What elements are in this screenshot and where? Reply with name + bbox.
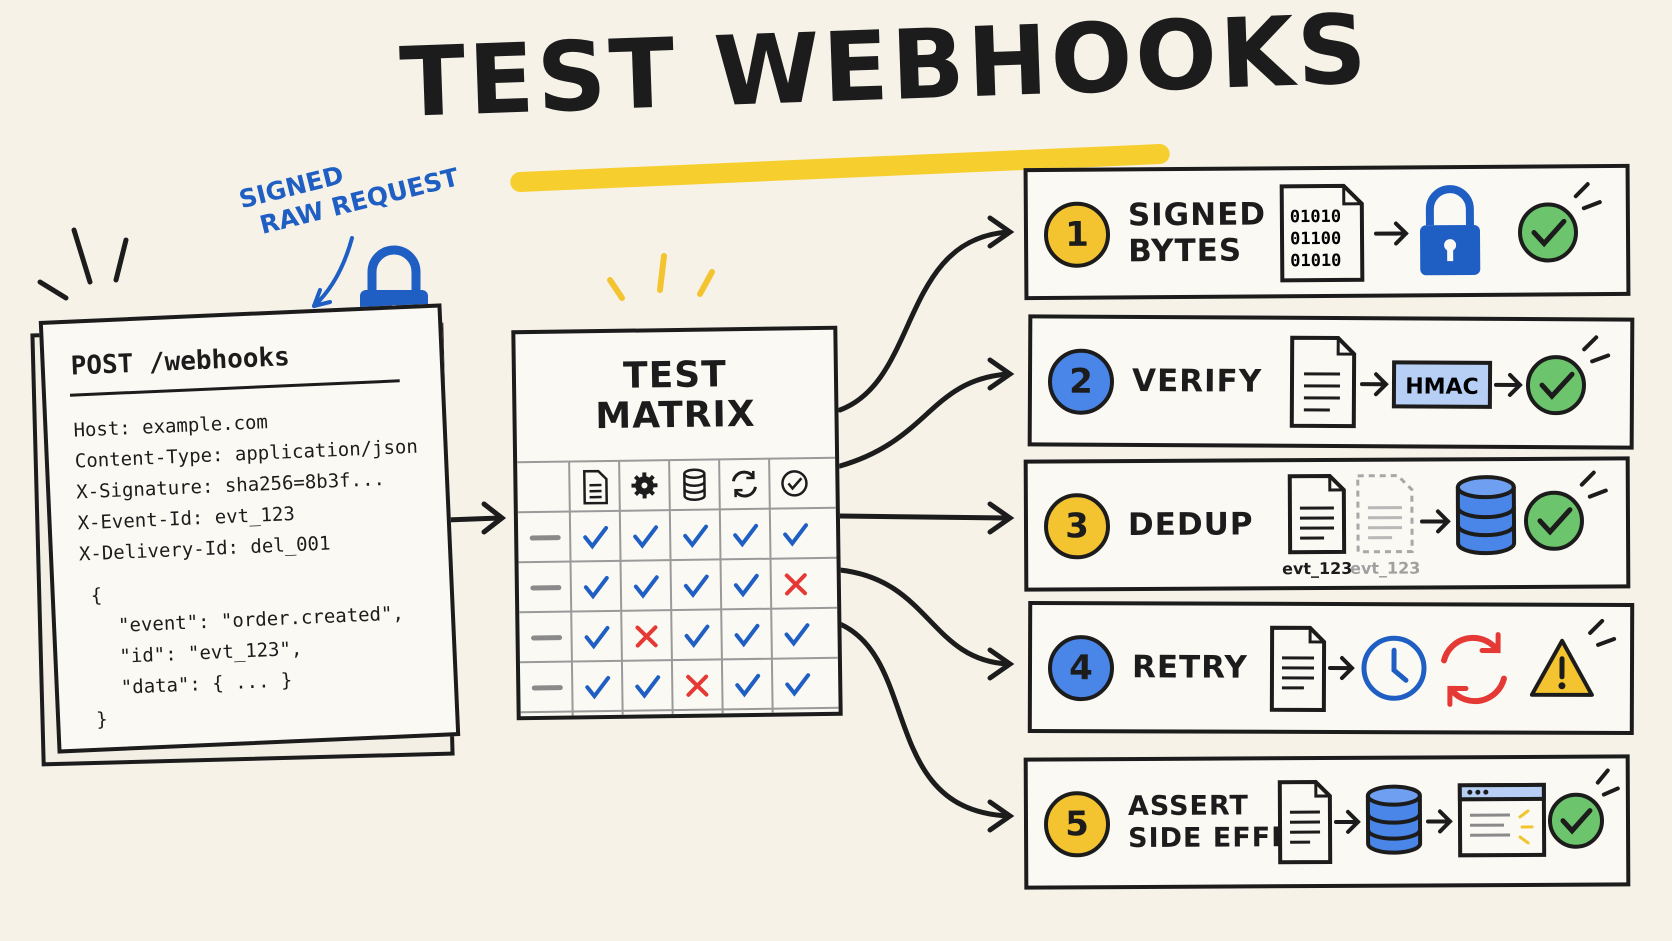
event-id-caption: evt_123 (1282, 559, 1352, 578)
matrix-mark-r3-c5-pass (784, 623, 810, 647)
matrix-grid (517, 456, 839, 716)
document-icon (1269, 625, 1327, 712)
arrow-right-icon (1328, 656, 1355, 681)
matrix-mark-r2-c2-pass (633, 575, 659, 599)
hmac-badge: HMAC (1391, 360, 1493, 409)
check-circle-icon (781, 470, 808, 497)
matrix-title-line-2: MATRIX (595, 393, 756, 438)
request-body: { "event": "order.created", "id": "evt_1… (90, 567, 408, 735)
burst-lines-request (37, 227, 129, 301)
clock-icon (1361, 635, 1427, 701)
step-3-icons: evt_123 evt_123 (1282, 470, 1608, 578)
check-circle-icon (1518, 202, 1579, 263)
matrix-mark-r1-c2-pass (633, 525, 659, 549)
arrow-right-icon (1419, 509, 1451, 534)
arrows-matrix-to-steps (837, 215, 1015, 833)
document-icon (1289, 335, 1357, 429)
sparkle-lines (1582, 335, 1611, 364)
step-2-icons: HMAC (1289, 335, 1611, 429)
sparkle-lines (1595, 768, 1620, 797)
matrix-mark-r1-c3-pass (683, 524, 709, 549)
database-icon (683, 468, 706, 501)
matrix-mark-r4-c5-pass (785, 673, 811, 697)
arrow-right-icon (1333, 809, 1361, 834)
binary-line-1: 01010 (1290, 207, 1341, 227)
retry-icon (731, 470, 757, 498)
arrow-right-icon (1493, 372, 1523, 397)
check-circle-icon (1525, 355, 1586, 416)
matrix-mark-r2-c3-pass (683, 574, 709, 599)
matrix-mark-r2-c5-fail (784, 573, 807, 596)
matrix-title: TEST MATRIX (516, 354, 835, 438)
grid-lines (517, 456, 839, 716)
step-2-verify: 2 VERIFY HMAC (1027, 314, 1635, 450)
arrow-to-step-1 (837, 229, 1011, 413)
sparkle-lines (1588, 618, 1617, 647)
duplicate-document-icon (1356, 474, 1414, 554)
arrow-right-icon (1359, 372, 1389, 397)
matrix-mark-r3-c2-fail (635, 625, 658, 648)
arrow-to-step-2 (837, 371, 1011, 469)
step-4-retry: 4 RETRY (1027, 600, 1635, 736)
duplicate-event-id-caption: evt_123 (1350, 559, 1420, 578)
document-icon (1277, 780, 1333, 865)
request-headers: Host: example.com Content-Type: applicat… (73, 401, 423, 571)
matrix-mark-r2-c1-pass (583, 575, 609, 600)
check-circle-icon (1523, 490, 1584, 551)
matrix-marks (583, 523, 811, 700)
test-matrix: TEST MATRIX (511, 325, 843, 721)
row-labels (529, 535, 563, 691)
check-circle-icon (1547, 792, 1604, 849)
retry-icon (1441, 632, 1507, 707)
matrix-mark-r1-c1-pass (583, 525, 609, 550)
hmac-label: HMAC (1405, 374, 1479, 399)
browser-window-icon (1457, 782, 1547, 858)
annotation-arrow (312, 236, 354, 308)
matrix-mark-r2-c4-pass (733, 573, 759, 598)
sparkle-lines (1579, 470, 1608, 499)
step-4-icons (1269, 618, 1617, 712)
body-close-brace: } (95, 708, 109, 731)
arrow-right-icon (1374, 221, 1409, 246)
sparkle-lines (1573, 182, 1602, 211)
matrix-mark-r4-c1-pass (585, 675, 611, 700)
body-open-brace: { (90, 584, 103, 607)
binary-line-3: 01010 (1290, 251, 1341, 271)
arrow-right-icon (1425, 809, 1453, 834)
lock-icon (1419, 185, 1481, 276)
request-divider (69, 379, 400, 397)
step-5-icons (1277, 768, 1620, 865)
matrix-mark-r4-c4-pass (735, 673, 761, 698)
document-icon (1287, 473, 1347, 555)
burst-lines-matrix (607, 253, 715, 301)
gear-icon (631, 472, 658, 499)
document-icon (583, 469, 608, 505)
matrix-mark-r3-c1-pass (584, 625, 610, 650)
request-card: POST /webhooks Host: example.com Content… (38, 303, 461, 754)
step-1-icons: 01010 01100 01010 (1279, 182, 1602, 283)
binary-line-2: 01100 (1290, 229, 1341, 249)
matrix-title-line-1: TEST (622, 354, 728, 397)
arrow-to-step-5 (837, 621, 1011, 819)
step-3-dedup: 3 DEDUP evt_123 evt_123 (1023, 456, 1631, 592)
step-5-assert-side-effect: 5 ASSERT SIDE EFFECT (1023, 754, 1631, 890)
arrow-to-step-4 (837, 567, 1011, 667)
database-icon (1455, 475, 1517, 556)
binary-file-icon: 01010 01100 01010 (1279, 183, 1365, 283)
request-line: POST /webhooks (70, 342, 291, 382)
arrow-to-step-3 (837, 513, 1011, 521)
matrix-header-icons (583, 468, 808, 505)
matrix-mark-r1-c4-pass (733, 523, 759, 548)
step-1-signed-bytes: 1 SIGNED BYTES 01010 01100 01010 (1023, 163, 1631, 301)
matrix-mark-r1-c5-pass (783, 523, 809, 547)
matrix-mark-r3-c3-pass (684, 624, 710, 649)
matrix-mark-r4-c2-pass (635, 675, 661, 699)
matrix-mark-r3-c4-pass (734, 623, 760, 648)
arrow-request-to-matrix (443, 501, 507, 535)
matrix-mark-r4-c3-fail (686, 674, 709, 697)
warning-icon (1529, 638, 1594, 697)
database-icon (1365, 784, 1423, 855)
